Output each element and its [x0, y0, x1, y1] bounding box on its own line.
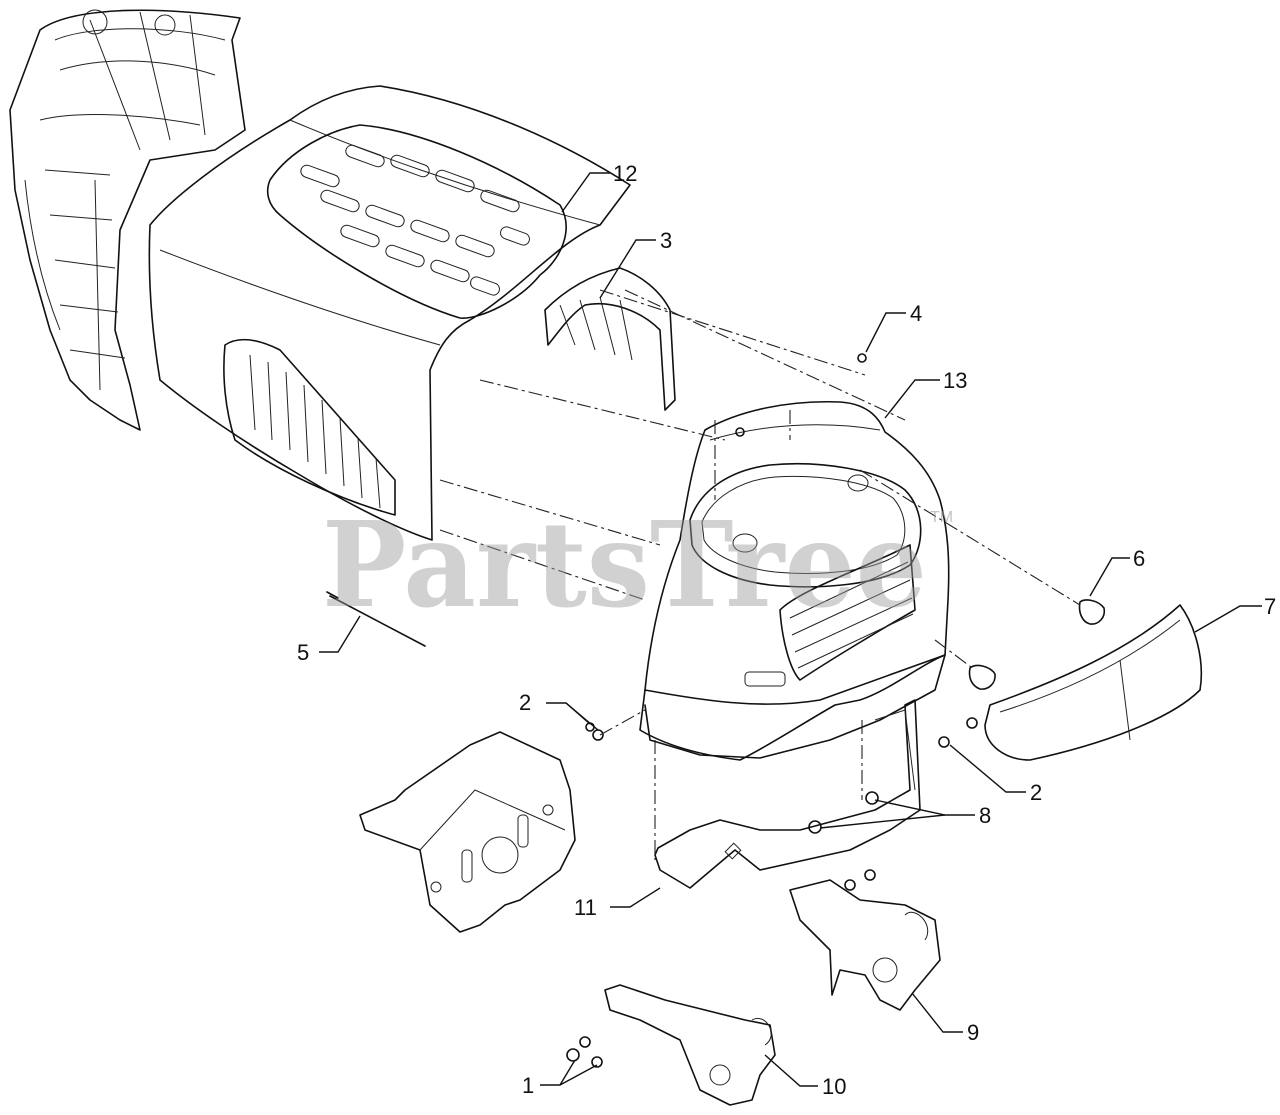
hood-front-part — [639, 400, 950, 761]
callout-1: 1 — [522, 1073, 534, 1098]
hood-bracket-left-part — [359, 731, 576, 933]
callout-3: 3 — [660, 228, 672, 253]
callout-7: 7 — [1264, 594, 1276, 619]
tie-wrap-part — [326, 591, 426, 647]
callout-5: 5 — [297, 640, 309, 665]
bracket-part-11 — [654, 699, 921, 889]
lamp-bulbs-part — [968, 599, 1106, 690]
callout-2-right: 2 — [1030, 780, 1042, 805]
callout-2-left: 2 — [519, 690, 531, 715]
assembly-lines — [439, 289, 1081, 860]
hood-part — [148, 85, 631, 541]
callout-6: 6 — [1133, 546, 1145, 571]
callout-9: 9 — [967, 1020, 979, 1045]
watermark: PartsTree TM — [322, 495, 953, 634]
watermark-text: PartsTree — [322, 495, 927, 634]
callout-labels: 1 2 2 3 4 5 6 7 8 9 10 11 12 13 — [297, 161, 1276, 1099]
callout-10: 10 — [822, 1074, 846, 1099]
bumper-part — [984, 604, 1203, 761]
callout-leaders — [319, 172, 1262, 1087]
callout-13: 13 — [943, 368, 967, 393]
bracket-part-10 — [604, 984, 776, 1106]
watermark-trademark: TM — [930, 509, 953, 526]
grille-insert-part — [544, 267, 676, 411]
bracket-part-9 — [789, 879, 941, 1011]
callout-11: 11 — [574, 895, 597, 920]
dash-fender-part — [9, 9, 246, 431]
callout-8: 8 — [979, 803, 991, 828]
callout-4: 4 — [910, 301, 922, 326]
callout-12: 12 — [613, 161, 637, 186]
